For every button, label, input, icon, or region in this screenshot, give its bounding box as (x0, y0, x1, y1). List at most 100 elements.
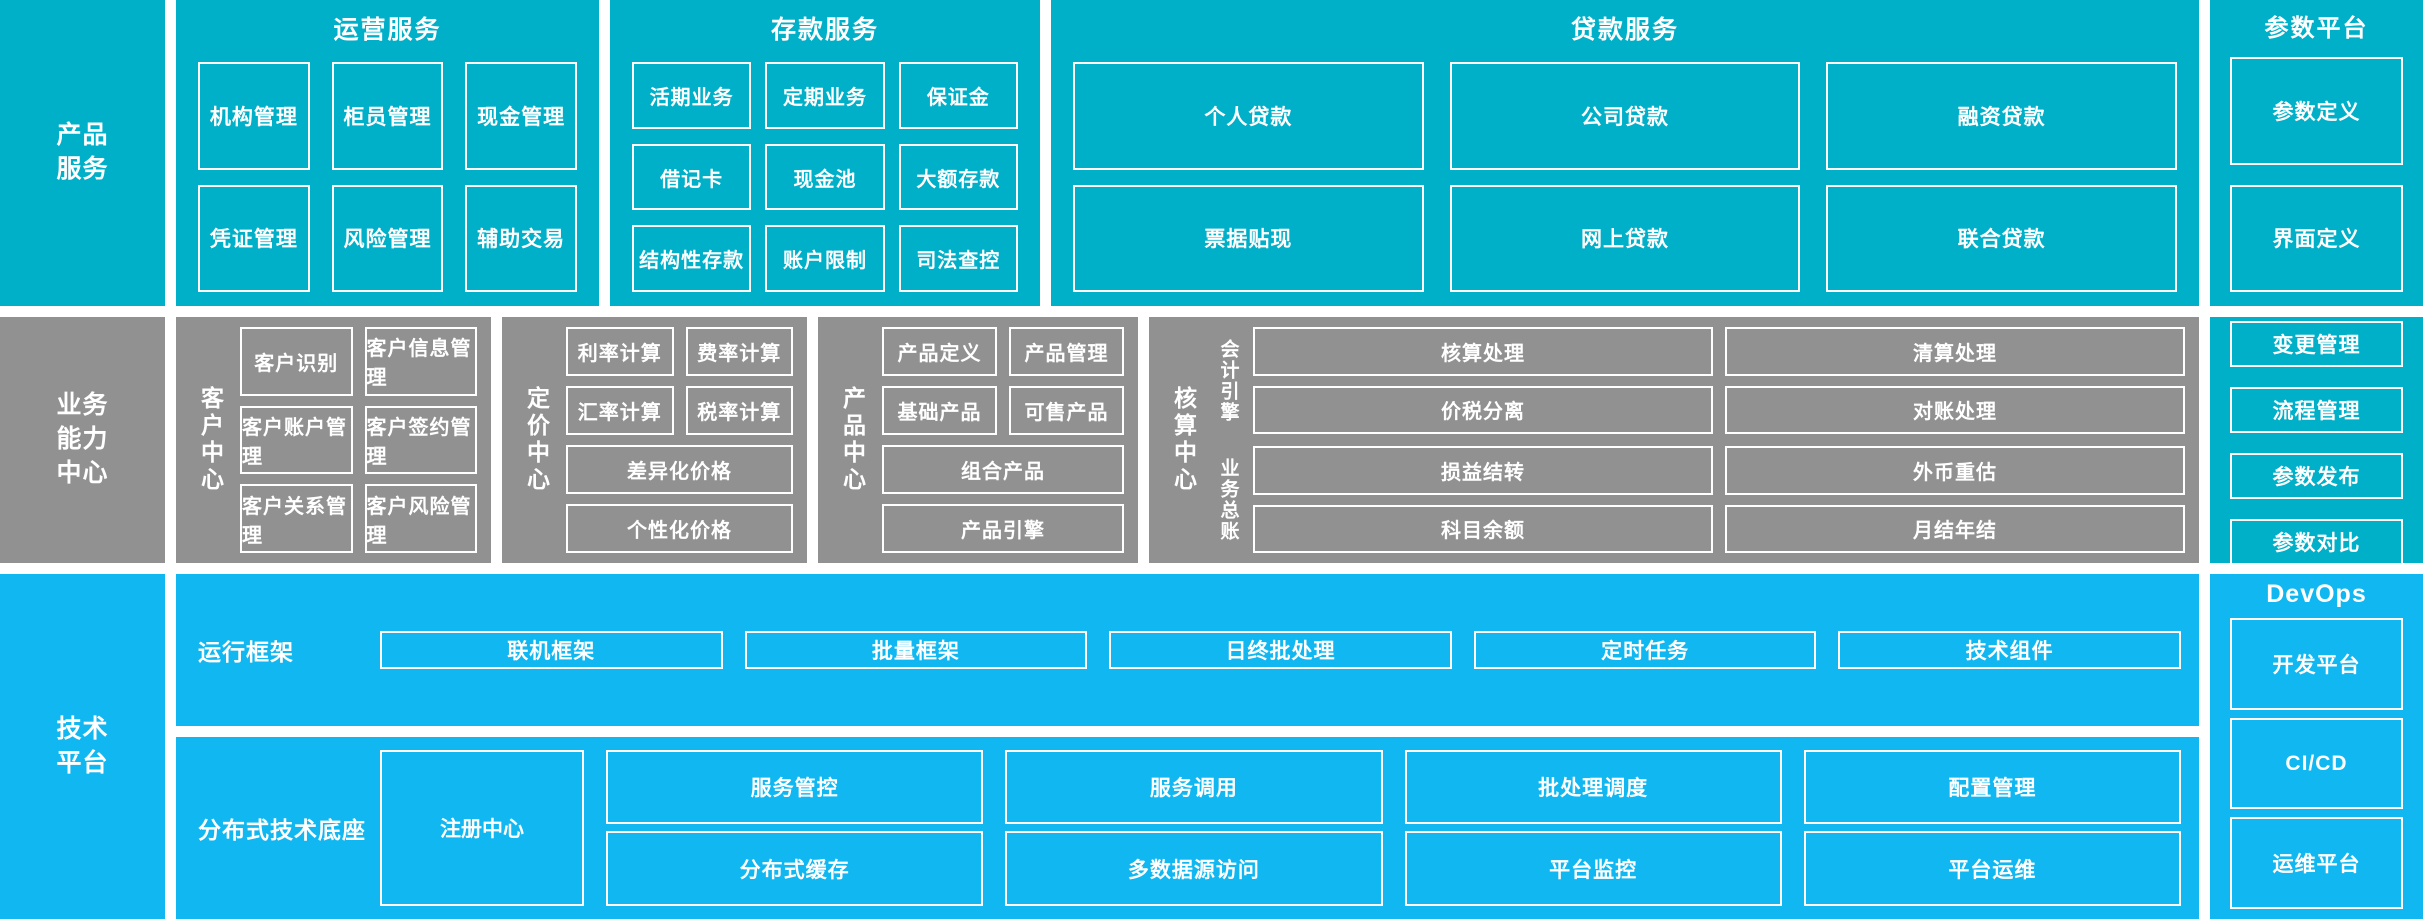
base-item-registry-center[interactable]: 注册中心 (380, 749, 584, 906)
spacer-row (0, 306, 2423, 317)
capability-center-product: 产品中心 产品定义 产品管理 基础产品 可售产品 组合产品 产品引擎 (818, 317, 1138, 563)
capability-item-personalized-pricing[interactable]: 个性化价格 (566, 504, 793, 553)
parameter-item-change-management[interactable]: 变更管理 (2230, 321, 2403, 367)
base-item-service-governance[interactable]: 服务管控 (606, 749, 984, 825)
service-row: 结构性存款 账户限制 司法查控 (632, 225, 1018, 293)
accounting-item-profit-loss-carryover[interactable]: 损益结转 (1253, 446, 1713, 495)
service-item-judicial-inquiry[interactable]: 司法查控 (898, 225, 1018, 293)
service-item-personal-loan[interactable]: 个人贷款 (1073, 62, 1424, 170)
accounting-item-month-year-end-close[interactable]: 月结年结 (1725, 504, 2185, 553)
product-services-band: 产品 服务 运营服务 机构管理 柜员管理 现金管理 凭证管理 风险管理 辅助交易 (0, 0, 2423, 306)
service-group-loan-title: 贷款服务 (1570, 16, 1679, 44)
service-item-org-management[interactable]: 机构管理 (198, 62, 310, 170)
service-item-demand-business[interactable]: 活期业务 (632, 62, 752, 129)
service-item-structured-deposit[interactable]: 结构性存款 (632, 225, 752, 293)
service-item-margin-deposit[interactable]: 保证金 (898, 62, 1018, 129)
service-row: 凭证管理 风险管理 辅助交易 (198, 184, 578, 292)
spacer (165, 317, 176, 563)
base-column: 服务调用 多数据源访问 (1005, 749, 1383, 907)
business-capability-band: 业务 能力 中心 客户中心 客户识别 客户信息管理 客户账户管理 客户签约管理 … (0, 317, 2423, 565)
service-item-account-restriction[interactable]: 账户限制 (765, 225, 885, 293)
capability-row: 产品定义 产品管理 (882, 327, 1124, 376)
parameter-item-definition[interactable]: 参数定义 (2230, 57, 2403, 165)
devops-item-ops-platform[interactable]: 运维平台 (2230, 817, 2403, 910)
service-row: 借记卡 现金池 大额存款 (632, 143, 1018, 211)
parameter-item-compare[interactable]: 参数对比 (2230, 519, 2403, 565)
service-group-operations-title: 运营服务 (333, 16, 442, 44)
spacer (2199, 317, 2210, 563)
service-item-syndicated-loan[interactable]: 联合贷款 (1826, 184, 2178, 292)
service-item-debit-card[interactable]: 借记卡 (632, 143, 752, 211)
business-capability-label-line2: 能力 (56, 425, 109, 454)
base-item-configuration-management[interactable]: 配置管理 (1803, 749, 2181, 825)
base-item-platform-monitoring[interactable]: 平台监控 (1404, 831, 1782, 907)
runtime-item-online-framework[interactable]: 联机框架 (380, 630, 723, 669)
service-item-teller-management[interactable]: 柜员管理 (331, 62, 444, 170)
capability-item-composite-product[interactable]: 组合产品 (882, 445, 1124, 494)
capability-item-customer-relation-management[interactable]: 客户关系管理 (240, 484, 353, 554)
capability-item-exchange-rate-calc[interactable]: 汇率计算 (566, 386, 674, 435)
capability-row: 基础产品 可售产品 (882, 386, 1124, 435)
service-item-large-deposit[interactable]: 大额存款 (898, 143, 1018, 211)
runtime-item-batch-framework[interactable]: 批量框架 (744, 630, 1088, 669)
capability-item-product-definition[interactable]: 产品定义 (882, 327, 997, 376)
spacer (1040, 0, 1051, 306)
capability-item-customer-identification[interactable]: 客户识别 (240, 327, 353, 396)
service-item-risk-management[interactable]: 风险管理 (331, 184, 444, 292)
service-item-auxiliary-transaction[interactable]: 辅助交易 (465, 184, 578, 292)
service-item-cash-management[interactable]: 现金管理 (465, 62, 578, 170)
capability-row: 个性化价格 (566, 504, 793, 553)
service-item-voucher-management[interactable]: 凭证管理 (198, 184, 310, 292)
accounting-item-foreign-currency-revaluation[interactable]: 外币重估 (1725, 446, 2185, 495)
capability-item-sellable-product[interactable]: 可售产品 (1009, 386, 1124, 435)
base-item-platform-operations[interactable]: 平台运维 (1803, 831, 2181, 907)
base-item-distributed-cache[interactable]: 分布式缓存 (606, 831, 984, 907)
accounting-item-settlement-processing[interactable]: 清算处理 (1725, 327, 2185, 376)
capability-item-customer-risk-management[interactable]: 客户风险管理 (364, 484, 477, 554)
service-item-corporate-loan[interactable]: 公司贷款 (1449, 62, 1801, 170)
base-column: 批处理调度 平台监控 (1404, 749, 1782, 907)
service-row: 活期业务 定期业务 保证金 (632, 62, 1018, 129)
service-item-online-loan[interactable]: 网上贷款 (1449, 184, 1801, 292)
accounting-subgroup-ledger-label: 业务总账 (1217, 457, 1239, 542)
service-item-bill-discount[interactable]: 票据贴现 (1073, 184, 1424, 292)
layer-label-technology-platform: 技术 平台 (0, 574, 165, 919)
runtime-item-eod-batch-processing[interactable]: 日终批处理 (1109, 630, 1452, 669)
runtime-item-scheduled-task[interactable]: 定时任务 (1473, 630, 1817, 669)
parameter-item-publish[interactable]: 参数发布 (2230, 453, 2403, 499)
runtime-item-technical-component[interactable]: 技术组件 (1838, 630, 2181, 669)
base-item-batch-scheduling[interactable]: 批处理调度 (1404, 749, 1782, 825)
capability-item-basic-product[interactable]: 基础产品 (882, 386, 997, 435)
accounting-item-accounting-processing[interactable]: 核算处理 (1253, 327, 1713, 376)
accounting-item-subject-balance[interactable]: 科目余额 (1253, 504, 1713, 553)
service-item-time-business[interactable]: 定期业务 (765, 62, 885, 129)
service-item-financing-loan[interactable]: 融资贷款 (1826, 62, 2178, 170)
capability-item-product-engine[interactable]: 产品引擎 (882, 504, 1124, 553)
technology-platform-label-line1: 技术 (56, 714, 109, 743)
parameter-item-process-management[interactable]: 流程管理 (2230, 387, 2403, 433)
capability-center-accounting: 核算中心 会计引擎 核算处理 清算处理 价税分离 对账处理 (1149, 317, 2199, 563)
parameter-item-ui-definition[interactable]: 界面定义 (2230, 184, 2403, 292)
accounting-subgroup-engine: 会计引擎 核算处理 清算处理 价税分离 对账处理 (1211, 327, 2185, 434)
capability-item-tax-rate-calc[interactable]: 税率计算 (685, 386, 793, 435)
capability-item-customer-account-management[interactable]: 客户账户管理 (240, 405, 353, 475)
base-item-service-invocation[interactable]: 服务调用 (1005, 749, 1383, 825)
accounting-item-reconciliation-processing[interactable]: 对账处理 (1725, 385, 2185, 434)
service-item-cash-pool[interactable]: 现金池 (765, 143, 885, 211)
spacer (1138, 317, 1149, 563)
devops-item-dev-platform[interactable]: 开发平台 (2230, 618, 2403, 710)
capability-item-product-management[interactable]: 产品管理 (1009, 327, 1124, 376)
service-group-deposit: 存款服务 活期业务 定期业务 保证金 借记卡 现金池 大额存款 结构性存款 账户… (610, 0, 1040, 306)
capability-item-interest-rate-calc[interactable]: 利率计算 (566, 327, 674, 376)
devops-item-cicd[interactable]: CI/CD (2230, 717, 2403, 810)
capability-item-customer-contract-management[interactable]: 客户签约管理 (364, 405, 477, 475)
capability-center-customer-label: 客户中心 (197, 386, 224, 494)
spacer (2199, 0, 2210, 306)
service-row: 机构管理 柜员管理 现金管理 (198, 62, 578, 170)
capability-center-customer: 客户中心 客户识别 客户信息管理 客户账户管理 客户签约管理 客户关系管理 客户… (176, 317, 491, 563)
capability-item-differentiated-pricing[interactable]: 差异化价格 (566, 445, 793, 494)
capability-item-fee-rate-calc[interactable]: 费率计算 (685, 327, 793, 376)
base-item-multi-datasource-access[interactable]: 多数据源访问 (1005, 831, 1383, 907)
accounting-item-price-tax-separation[interactable]: 价税分离 (1253, 385, 1713, 434)
capability-item-customer-info-management[interactable]: 客户信息管理 (364, 327, 477, 396)
